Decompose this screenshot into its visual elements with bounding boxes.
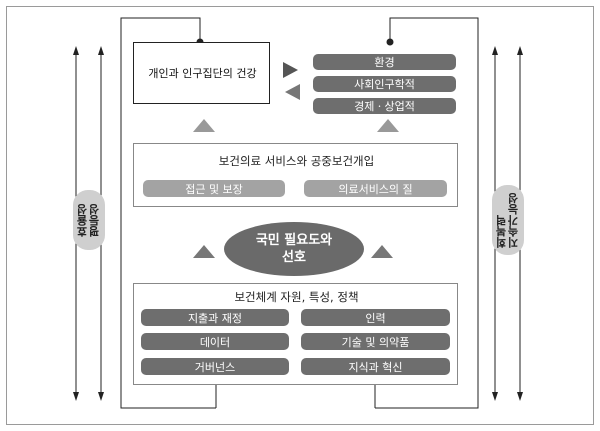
up-arrow-icon [377,119,399,132]
arrow-left-icon [285,84,300,100]
right-side-text: 회복력 지속가능성 [495,192,520,248]
system-item-data: 데이터 [141,333,289,350]
left-side-badge: 효율성 평등성 [73,190,105,250]
system-item-label: 거버넌스 [194,360,236,374]
needs-line2: 선호 [282,250,306,265]
outcome-box: 개인과 인구집단의 건강 [133,42,270,104]
up-arrow-icon [371,245,393,258]
determinant-environment: 환경 [313,54,456,70]
services-box: 보건의료 서비스와 공중보건개입 [133,143,458,207]
right-side-badge: 회복력 지속가능성 [492,185,524,255]
system-item-label: 지식과 혁신 [348,360,403,374]
services-title: 보건의료 서비스와 공중보건개입 [218,154,375,168]
system-item-label: 인력 [365,311,386,325]
system-title: 보건체계 자원, 특성, 정책 [234,290,359,304]
services-access: 접근 및 보장 [143,180,285,197]
system-item-workforce: 인력 [301,309,450,326]
services-item-label: 의료서비스의 질 [338,182,413,196]
system-item-label: 지출과 재정 [187,311,243,325]
up-arrow-icon [193,245,215,258]
determinant-economic: 경제ㆍ상업적 [313,98,456,114]
needs-ellipse: 국민 필요도와 선호 [224,222,364,276]
services-quality: 의료서비스의 질 [304,180,447,197]
left-side-text: 효율성 평등성 [76,203,101,237]
services-item-label: 접근 및 보장 [185,182,243,196]
outcome-label: 개인과 인구집단의 건강 [148,67,257,80]
system-item-label: 데이터 [199,335,231,349]
arrow-right-icon [283,62,298,78]
system-item-label: 기술 및 의약품 [341,335,410,349]
system-item-governance: 거버넌스 [141,358,289,375]
system-item-technology: 기술 및 의약품 [301,333,450,350]
system-item-finance: 지출과 재정 [141,309,289,326]
determinant-label: 사회인구학적 [354,78,415,91]
up-arrow-icon [193,119,215,132]
needs-line1: 국민 필요도와 [255,233,333,248]
system-item-knowledge: 지식과 혁신 [301,358,450,375]
determinant-sociodemographic: 사회인구학적 [313,76,456,92]
determinant-label: 경제ㆍ상업적 [354,100,415,113]
determinant-label: 환경 [374,56,395,69]
